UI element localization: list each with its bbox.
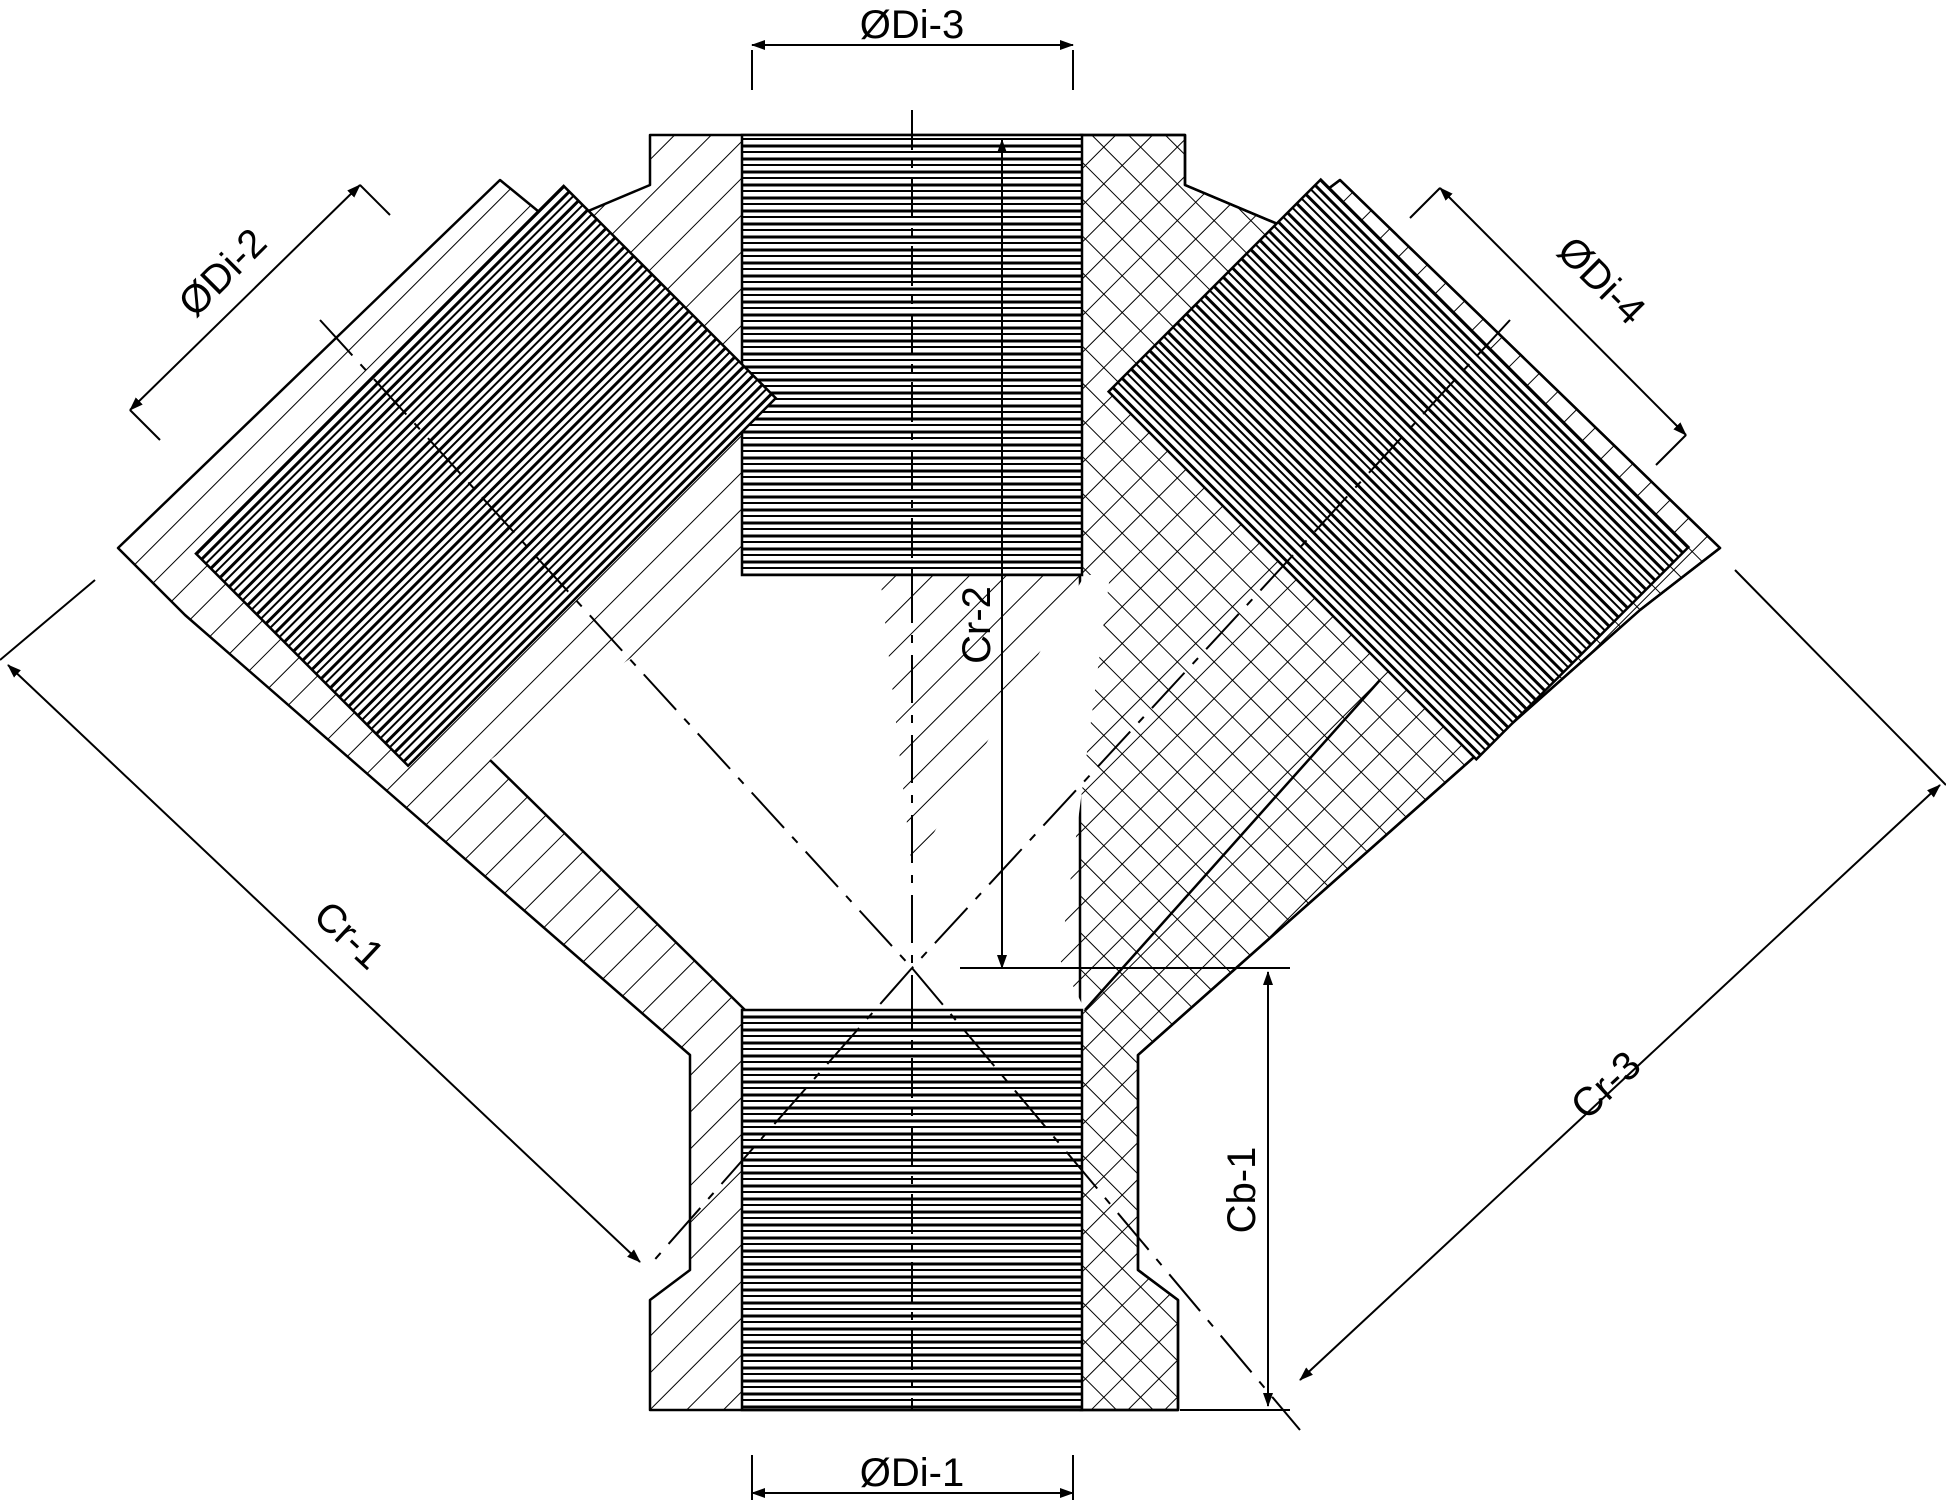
centerline-left-diag — [319, 319, 913, 969]
bore-bottom — [740, 990, 1084, 1412]
label-di4: ØDi-4 — [1549, 228, 1654, 333]
dim-di2-ext-a — [129, 409, 161, 441]
label-cr3: Cr-3 — [1563, 1043, 1650, 1128]
dimensions — [0, 40, 1946, 1500]
label-di3: ØDi-3 — [860, 3, 964, 47]
label-di2: ØDi-2 — [170, 220, 275, 325]
dim-cr3-line — [1299, 784, 1941, 1381]
label-di1: ØDi-1 — [860, 1451, 964, 1495]
dim-cr1-line — [7, 664, 641, 1263]
centerlines — [319, 319, 1511, 1431]
bore-left — [194, 184, 778, 768]
dim-di4-line — [1439, 187, 1687, 436]
dim-di4-ext-a — [1409, 187, 1441, 219]
dim-cr1-ext-a — [0, 579, 96, 661]
label-cb1: Cb-1 — [1220, 1147, 1264, 1234]
dim-di2-line — [129, 184, 361, 411]
centerline-right-diag — [911, 319, 1511, 969]
dim-di4-ext-b — [1655, 434, 1687, 466]
dim-cr3-ext-a — [1734, 569, 1946, 786]
centerline-lower-left — [649, 967, 913, 1266]
centerline-lower-right — [911, 967, 1301, 1431]
dim-di2-ext-b — [359, 184, 391, 216]
bore-top — [740, 110, 1084, 590]
inner-cavity — [490, 575, 1110, 1010]
label-cr1: Cr-1 — [305, 893, 392, 978]
label-cr2: Cr-2 — [955, 586, 999, 664]
